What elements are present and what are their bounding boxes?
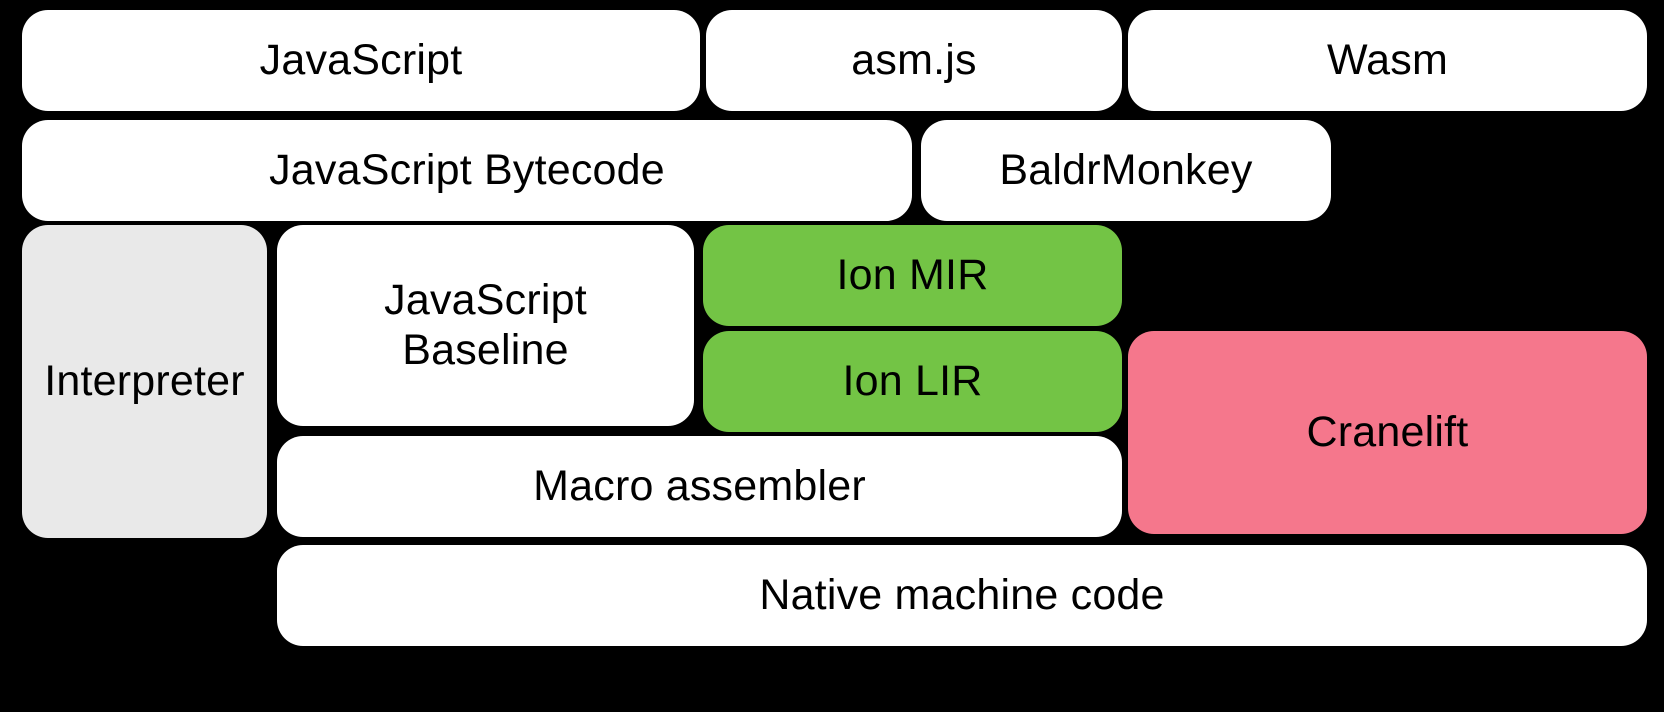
node-javascript: JavaScript [22, 10, 700, 111]
node-macro-assembler: Macro assembler [277, 436, 1122, 537]
node-ion-lir: Ion LIR [703, 331, 1122, 432]
node-javascript-bytecode: JavaScript Bytecode [22, 120, 912, 221]
node-cranelift: Cranelift [1128, 331, 1647, 534]
node-javascript-baseline: JavaScript Baseline [277, 225, 694, 426]
node-wasm: Wasm [1128, 10, 1647, 111]
node-asm-js: asm.js [706, 10, 1122, 111]
node-interpreter: Interpreter [22, 225, 267, 538]
node-native-machine-code: Native machine code [277, 545, 1647, 646]
node-baldrmonkey: BaldrMonkey [921, 120, 1331, 221]
node-ion-mir: Ion MIR [703, 225, 1122, 326]
